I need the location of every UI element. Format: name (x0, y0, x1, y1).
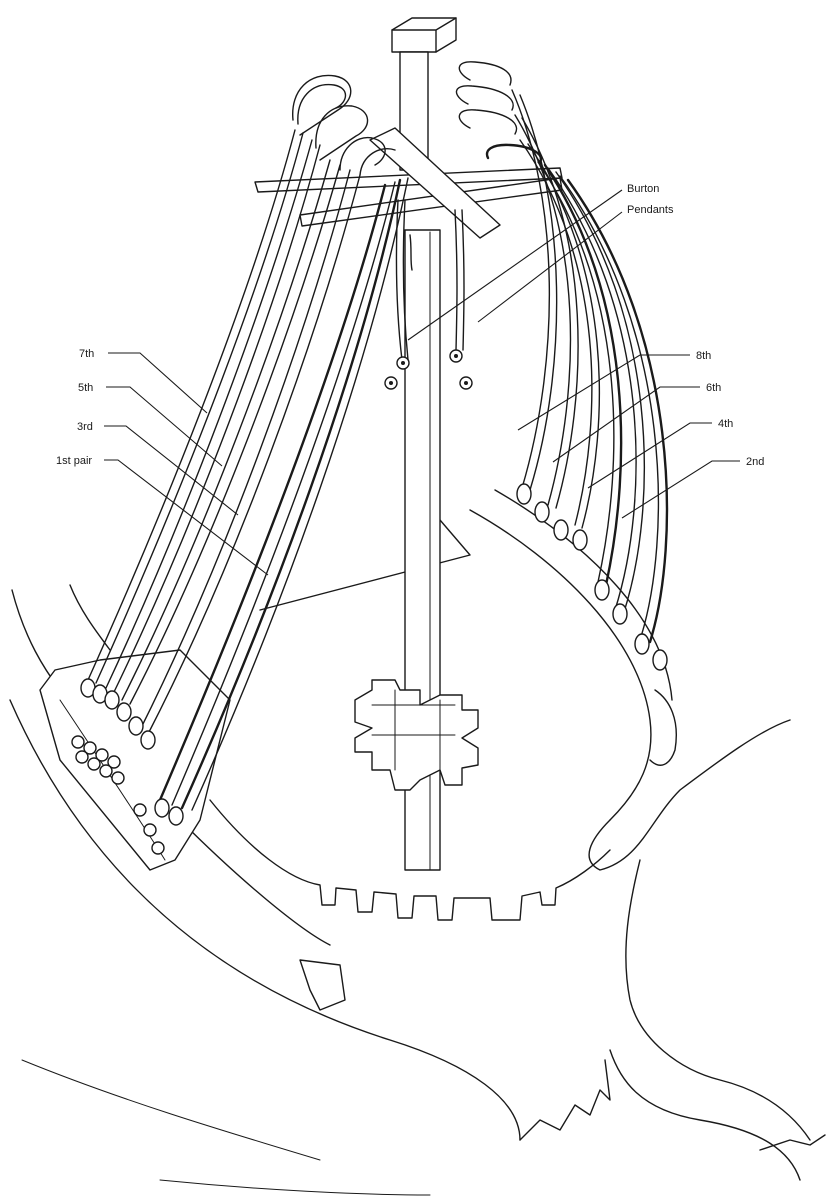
label-7th: 7th (79, 348, 94, 360)
label-burton: Burton (627, 183, 659, 195)
label-5th: 5th (78, 382, 93, 394)
label-8th: 8th (696, 350, 711, 362)
mast (254, 17, 563, 871)
left-channel (39, 649, 231, 871)
label-2nd: 2nd (746, 456, 764, 468)
left-shrouds (80, 74, 409, 826)
burton-pendants (384, 199, 473, 390)
label-pendants: Pendants (627, 204, 674, 216)
label-4th: 4th (718, 418, 733, 430)
right-shrouds (455, 61, 669, 671)
label-3rd: 3rd (77, 421, 93, 433)
leader-lines (104, 189, 740, 576)
label-1st-pair: 1st pair (56, 455, 92, 467)
hull-outline (9, 489, 826, 1196)
label-6th: 6th (706, 382, 721, 394)
labels: Burton Pendants 7th 5th 3rd 1st pair 8th… (56, 183, 764, 468)
